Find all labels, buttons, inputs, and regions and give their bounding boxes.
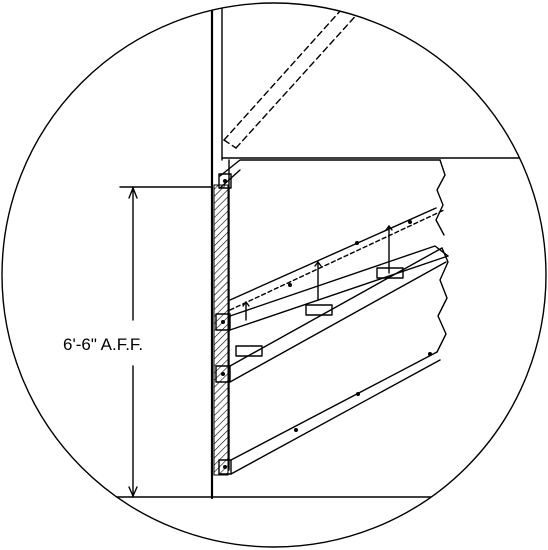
bottom-shelf-top-edge: [230, 351, 438, 461]
lower-shelf-lip: [229, 261, 447, 383]
top-shelf-screw: [223, 179, 227, 183]
top-shelf-back-edge: [219, 159, 441, 177]
rail-bolt-1: [288, 283, 292, 287]
bottom-shelf-front-edge: [230, 359, 441, 475]
bottom-bolt-2: [356, 392, 360, 396]
hanger-arrow-2: [314, 261, 322, 267]
lower-shelf-break-line: [436, 247, 449, 353]
top-shelf-lower-rail: [229, 207, 437, 301]
bottom-shelf-bracket: [218, 459, 232, 475]
upper-dashed-edge-2: [235, 3, 371, 149]
top-shelf-front-lip: [219, 169, 241, 189]
dimension-arrow-top: [128, 187, 138, 199]
rail-bolt-3: [408, 220, 412, 224]
lower-shelf-screw: [221, 372, 225, 376]
shelf-clip-2: [305, 304, 333, 316]
top-shelf-dashed-rail: [229, 209, 445, 311]
dimension-arrow-bottom: [128, 486, 138, 497]
hanger-arrow-1: [242, 301, 250, 307]
lower-shelf-top-edge: [229, 247, 443, 367]
middle-shelf-bracket: [215, 313, 231, 331]
shelf-clip-3: [376, 267, 404, 279]
middle-shelf-screw: [221, 320, 225, 324]
bottom-shelf-screw: [223, 465, 227, 469]
lower-shelf-bracket: [215, 365, 231, 383]
bottom-bolt-1: [294, 428, 298, 432]
middle-shelf-front-edge: [229, 255, 449, 331]
top-shelf-break-line: [435, 159, 446, 236]
dimension-label: 6'-6" A.F.F.: [63, 335, 143, 354]
hanger-arrow-3: [385, 225, 393, 231]
rail-bolt-2: [355, 241, 359, 245]
bottom-bolt-3: [428, 352, 432, 356]
upper-dashed-corner: [223, 139, 237, 149]
top-shelf-bracket: [218, 173, 232, 189]
upper-dashed-edge-1: [223, 3, 351, 141]
